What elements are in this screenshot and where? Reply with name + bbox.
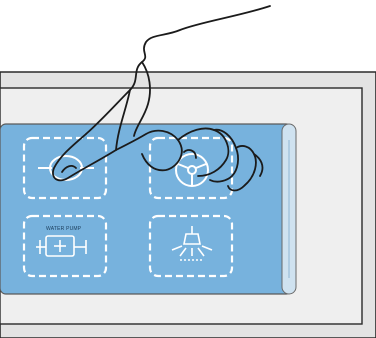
spray-key[interactable]: [148, 214, 234, 278]
hand-drawing: [52, 5, 271, 192]
steering-wheel-icon: [175, 153, 209, 187]
water-pump-label: WATER PUMP: [46, 226, 82, 232]
steering-key[interactable]: [148, 136, 234, 200]
spray-nozzle-icon: [171, 226, 213, 261]
water-pump-key[interactable]: [22, 214, 108, 278]
water-pump-icon: [36, 235, 87, 257]
